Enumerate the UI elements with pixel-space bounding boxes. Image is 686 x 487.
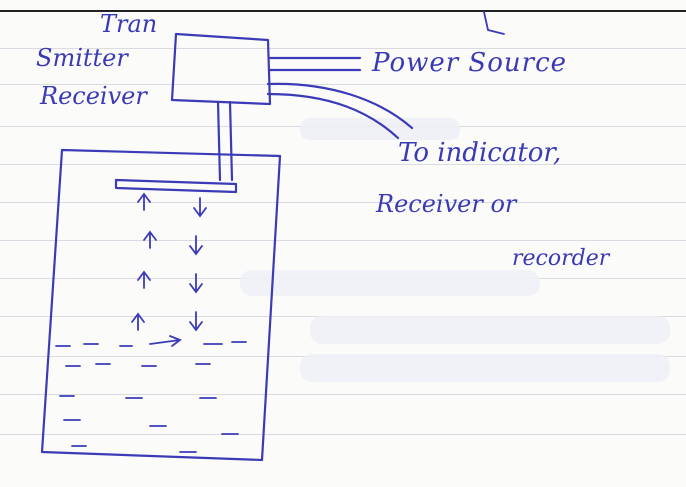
indicator-cable-upper	[268, 84, 412, 128]
up-arrow	[144, 232, 156, 248]
up-arrow	[138, 194, 150, 210]
down-arrow	[194, 198, 206, 216]
down-arrow	[190, 274, 202, 292]
tank-outline	[42, 150, 280, 460]
water-dashes	[56, 342, 246, 452]
transducer-plate	[116, 180, 236, 192]
tick-mark	[484, 12, 504, 34]
down-arrow	[190, 312, 202, 330]
transmitter-box	[172, 34, 270, 104]
down-arrow	[190, 236, 202, 254]
shaft-left	[218, 102, 220, 180]
up-arrow	[132, 314, 144, 330]
indicator-cable-lower	[268, 94, 398, 138]
shaft-right	[230, 102, 232, 180]
up-arrow	[138, 272, 150, 288]
